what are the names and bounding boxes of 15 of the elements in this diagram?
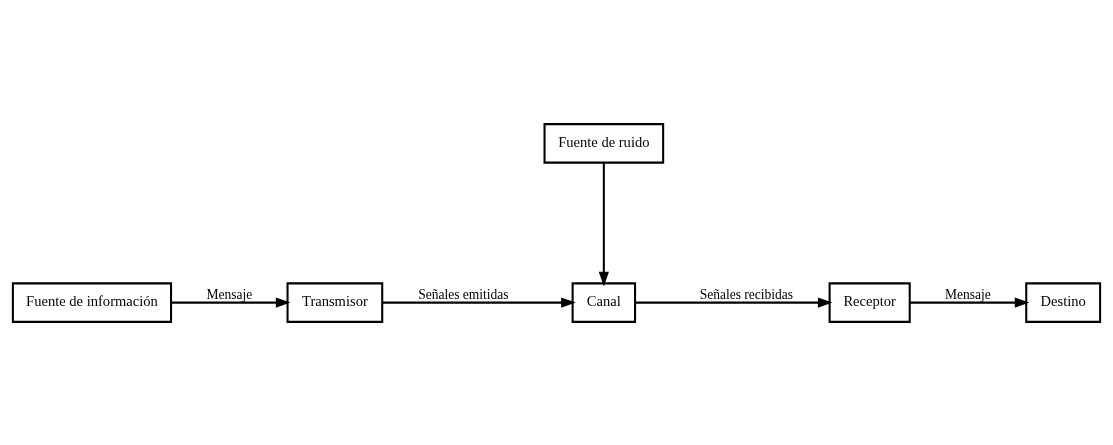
edge-label: Mensaje bbox=[945, 286, 991, 302]
node-box: Destino bbox=[1025, 281, 1102, 323]
node-box: Fuente de información bbox=[11, 281, 173, 323]
arrow bbox=[909, 297, 1030, 308]
edge-label: Mensaje bbox=[206, 286, 253, 302]
node-box: Transmisor bbox=[286, 281, 384, 323]
arrow bbox=[171, 297, 291, 308]
arrow bbox=[598, 162, 609, 286]
arrow bbox=[635, 297, 833, 308]
edge-label: Señales emitidas bbox=[418, 286, 509, 302]
edge-label: Señales recibidas bbox=[699, 286, 794, 302]
node-box: Receptor bbox=[828, 281, 911, 323]
node-box: Fuente de ruido bbox=[543, 122, 665, 164]
arrow bbox=[382, 297, 576, 308]
node-box: Canal bbox=[571, 281, 637, 323]
